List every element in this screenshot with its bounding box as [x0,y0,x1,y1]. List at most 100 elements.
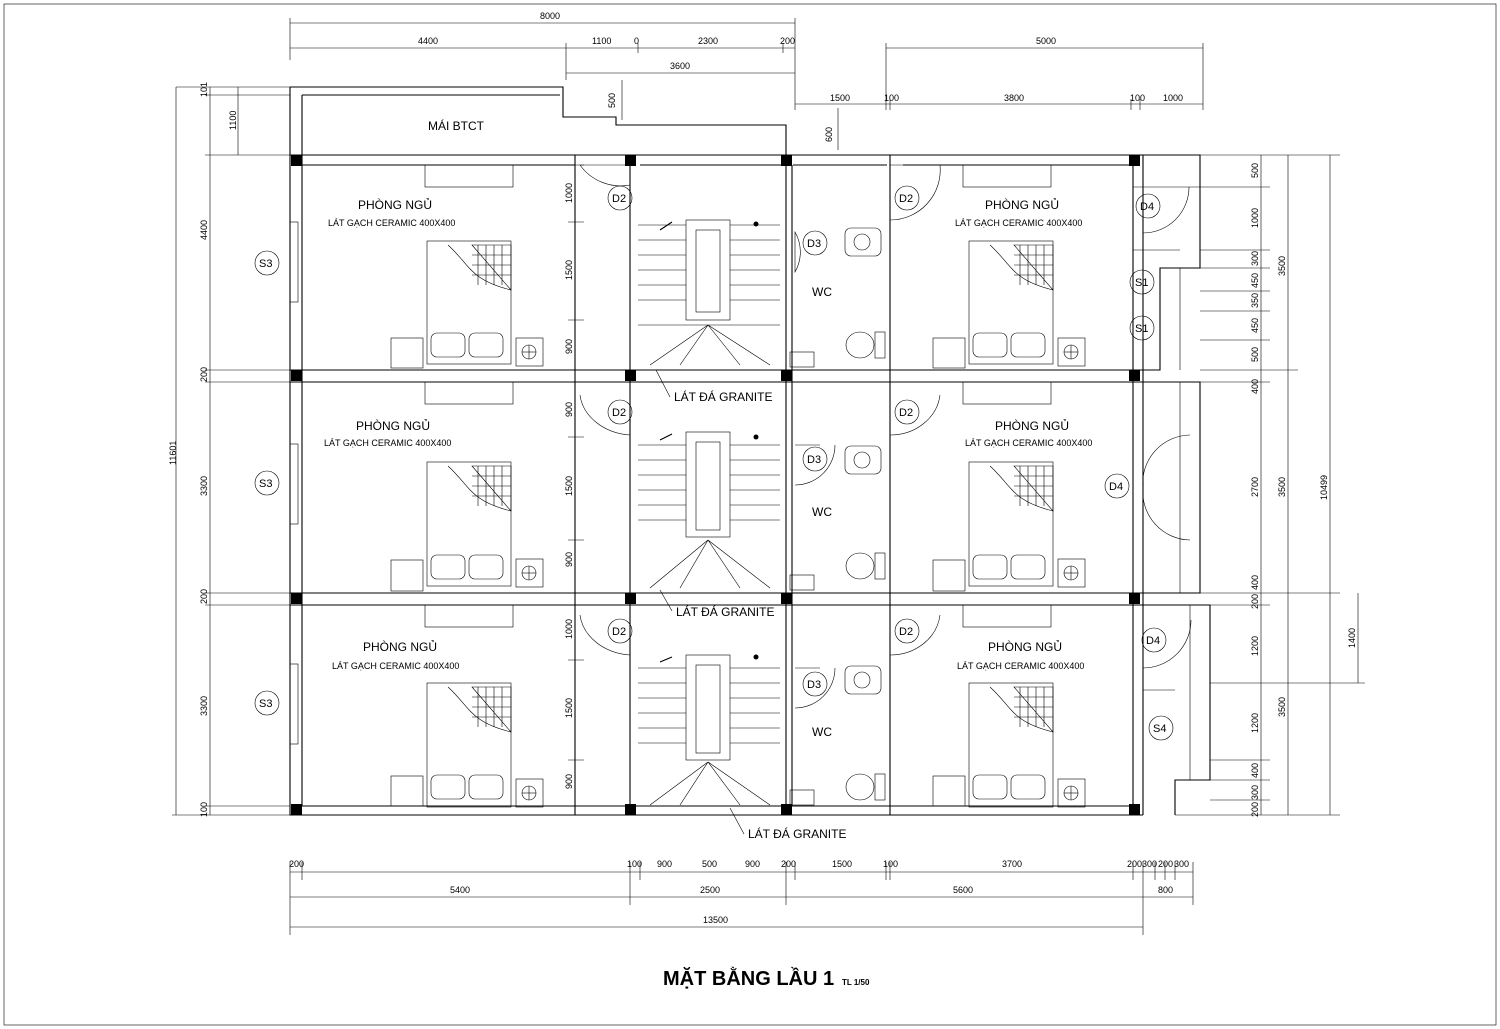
floor-band-1 [390,164,1190,369]
dim-bot-3700: 3700 [1002,859,1022,869]
dim-bot-100a: 100 [627,859,642,869]
dim-top-total: 8000 [540,11,560,21]
dim-stair-1500a: 1500 [564,260,574,280]
floor-finish-1l: LÁT GẠCH CERAMIC 400X400 [328,218,455,228]
dim-right-1200b: 1200 [1250,713,1260,733]
sheet-border [3,3,1497,1026]
dim-right-200a: 200 [1250,594,1260,609]
tag-s1-1: S1 [1135,277,1148,289]
dim-top-c: 0 [634,36,639,46]
dim-left-3300b: 3300 [199,696,209,716]
dim-bot-200c: 200 [1127,859,1142,869]
floor-finish-2l: LÁT GẠCH CERAMIC 400X400 [324,438,451,448]
drawing-title: MẶT BẰNG LẦU 1 [663,966,834,990]
dim-right-3500c: 3500 [1277,697,1287,717]
dim-right-450a: 450 [1250,273,1260,288]
dim-stair-1000a: 1000 [564,183,574,203]
dim-bot-total: 13500 [703,915,728,925]
dim-top-d: 2300 [698,36,718,46]
room-label-3r: PHÒNG NGỦ [988,639,1062,654]
dim-top-e: 200 [780,36,795,46]
walls [289,86,1211,816]
dim-left-4400: 4400 [199,220,209,240]
room-label-3l: PHÒNG NGỦ [363,639,437,654]
dim-right-1400: 1400 [1347,628,1357,648]
dim-left-3300a: 3300 [199,476,209,496]
tag-markers [254,185,1174,741]
dimension-lines [172,18,1365,935]
dim-left-101: 101 [199,82,209,97]
dim-bot-200: 200 [289,859,304,869]
floor-finish-3l: LÁT GẠCH CERAMIC 400X400 [332,661,459,671]
floor-finish-2r: LÁT GẠCH CERAMIC 400X400 [965,438,1092,448]
dim-left-1100: 1100 [228,111,238,130]
dim-bot-800: 800 [1158,885,1173,895]
dim-right-400b: 400 [1250,575,1260,590]
dim-bot-100b: 100 [883,859,898,869]
dim-bot-200b: 200 [781,859,796,869]
dim-top-k: 100 [1130,93,1145,103]
dim-left-100: 100 [199,802,209,817]
floor-band-2 [390,381,1191,592]
dim-right-2700: 2700 [1250,477,1260,497]
dim-right-350: 350 [1250,293,1260,308]
dim-right-1000: 1000 [1250,208,1260,228]
dim-right-3500a: 3500 [1277,256,1287,276]
tag-d2-3l: D2 [612,626,626,638]
tag-d2-1l: D2 [612,193,626,205]
dim-stair-1500b: 1500 [564,476,574,496]
dim-bot-200d: 200 [1158,859,1173,869]
dim-right-1200a: 1200 [1250,636,1260,656]
dim-top-l: 1000 [1163,93,1183,103]
tag-s3-2: S3 [259,478,272,490]
left-windows [289,221,299,745]
dim-right-300: 300 [1250,785,1260,800]
dim-left-200a: 200 [199,367,209,382]
dim-roof-600: 600 [824,127,834,142]
dim-right-500b: 500 [1250,347,1260,362]
tag-d3-3: D3 [807,679,821,691]
dim-right-400c: 400 [1250,763,1260,778]
tag-s4: S4 [1153,723,1166,735]
tag-d2-2l: D2 [612,407,626,419]
tag-d4-1: D4 [1140,201,1154,213]
dim-right-3500b: 3500 [1277,477,1287,497]
dim-right-500a: 500 [1250,163,1260,178]
dim-top-i: 100 [884,93,899,103]
dim-top-a: 4400 [418,36,438,46]
dim-top-g: 5000 [1036,36,1056,46]
granite-label-3: LÁT ĐÁ GRANITE [748,826,846,841]
dim-top-f: 3600 [670,61,690,71]
dim-right-450b: 450 [1250,318,1260,333]
dim-bot-5400: 5400 [450,885,470,895]
dim-stair-1500c: 1500 [564,698,574,718]
dim-stair-1000b: 1000 [564,619,574,639]
room-label-2l: PHÒNG NGỦ [356,418,430,433]
tag-s3-3: S3 [259,698,272,710]
dim-stair-900d: 900 [564,774,574,789]
tag-d2-1r: D2 [899,193,913,205]
roof-label: MÁI BTCT [428,118,485,133]
tag-d3-1: D3 [807,238,821,250]
tag-d2-3r: D2 [899,626,913,638]
dim-roof-500: 500 [607,93,617,108]
tag-s3-1: S3 [259,258,272,270]
wc-label-2: WC [812,505,832,519]
tag-d4-2: D4 [1109,481,1123,493]
dim-left-200b: 200 [199,589,209,604]
tag-d3-2: D3 [807,454,821,466]
dim-bot-300b: 300 [1174,859,1189,869]
dim-bot-5600: 5600 [953,885,973,895]
dim-stair-900a: 900 [564,339,574,354]
room-label-1r: PHÒNG NGỦ [985,197,1059,212]
dim-bot-2500: 2500 [700,885,720,895]
dim-bot-500: 500 [702,859,717,869]
granite-label-2: LÁT ĐÁ GRANITE [676,604,774,619]
floor-finish-3r: LÁT GẠCH CERAMIC 400X400 [957,661,1084,671]
dim-left-total: 11601 [168,441,178,465]
dim-top-j: 3800 [1004,93,1024,103]
dim-bot-900a: 900 [657,859,672,869]
dim-right-400a: 400 [1250,379,1260,394]
wc-label-1: WC [812,285,832,299]
